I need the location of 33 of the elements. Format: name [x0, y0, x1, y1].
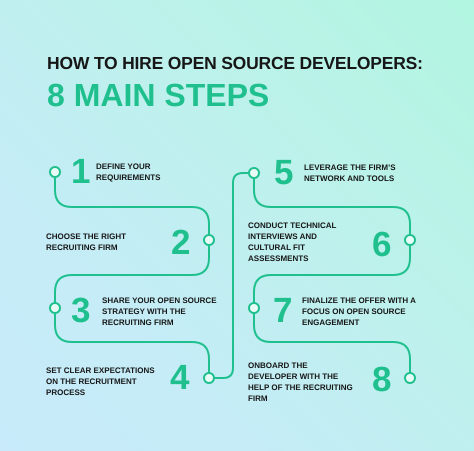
step-ring: [404, 372, 416, 384]
step-ring: [203, 372, 215, 384]
step-number: 5: [274, 155, 294, 190]
step-ring: [248, 167, 260, 179]
step-description: CONDUCT TECHNICAL INTERVIEWS AND CULTURAL FIT ASSESSMENTS: [248, 220, 338, 264]
step-description: CHOOSE THE RIGHT RECRUITING FIRM: [46, 231, 128, 253]
step-description: SET CLEAR EXPECTATIONS ON THE RECRUITMENT PROCESS: [46, 365, 156, 398]
step-number: 3: [71, 293, 90, 328]
step-number: 1: [71, 154, 90, 189]
step-ring: [49, 166, 61, 178]
infographic-title: HOW TO HIRE OPEN SOURCE DEVELOPERS:: [47, 55, 423, 72]
step-number: 6: [372, 227, 392, 262]
step-ring: [404, 234, 416, 246]
step-number: 8: [372, 362, 392, 397]
subtitle: 8 MAIN STEPS: [47, 79, 270, 111]
connector-line: [253, 245, 411, 303]
step-description: FINALIZE THE OFFER WITH A FOCUS ON OPEN SOURCE ENGAGEMENT: [302, 295, 417, 328]
connector-line: [253, 178, 411, 235]
connector-line: [253, 313, 411, 373]
connector-line: [54, 177, 210, 235]
step-description: ONBOARD THE DEVELOPER WITH THE HELP OF THE RECRUITING FIRM: [248, 360, 354, 404]
connector-line: [54, 313, 210, 373]
connector-line: [214, 172, 249, 379]
step-description: DEFINE YOUR REQUIREMENTS: [96, 161, 162, 183]
step-number: 7: [273, 293, 292, 328]
step-number: 4: [170, 360, 190, 395]
step-number: 2: [171, 225, 190, 260]
step-ring: [203, 234, 215, 246]
step-ring: [248, 302, 260, 314]
connector-line: [54, 245, 210, 303]
step-ring: [49, 302, 61, 314]
step-description: SHARE YOUR OPEN SOURCE STRATEGY WITH THE RECRUITING FIRM: [102, 295, 218, 328]
step-description: LEVERAGE THE FIRM’S NETWORK AND TOOLS: [304, 162, 397, 184]
